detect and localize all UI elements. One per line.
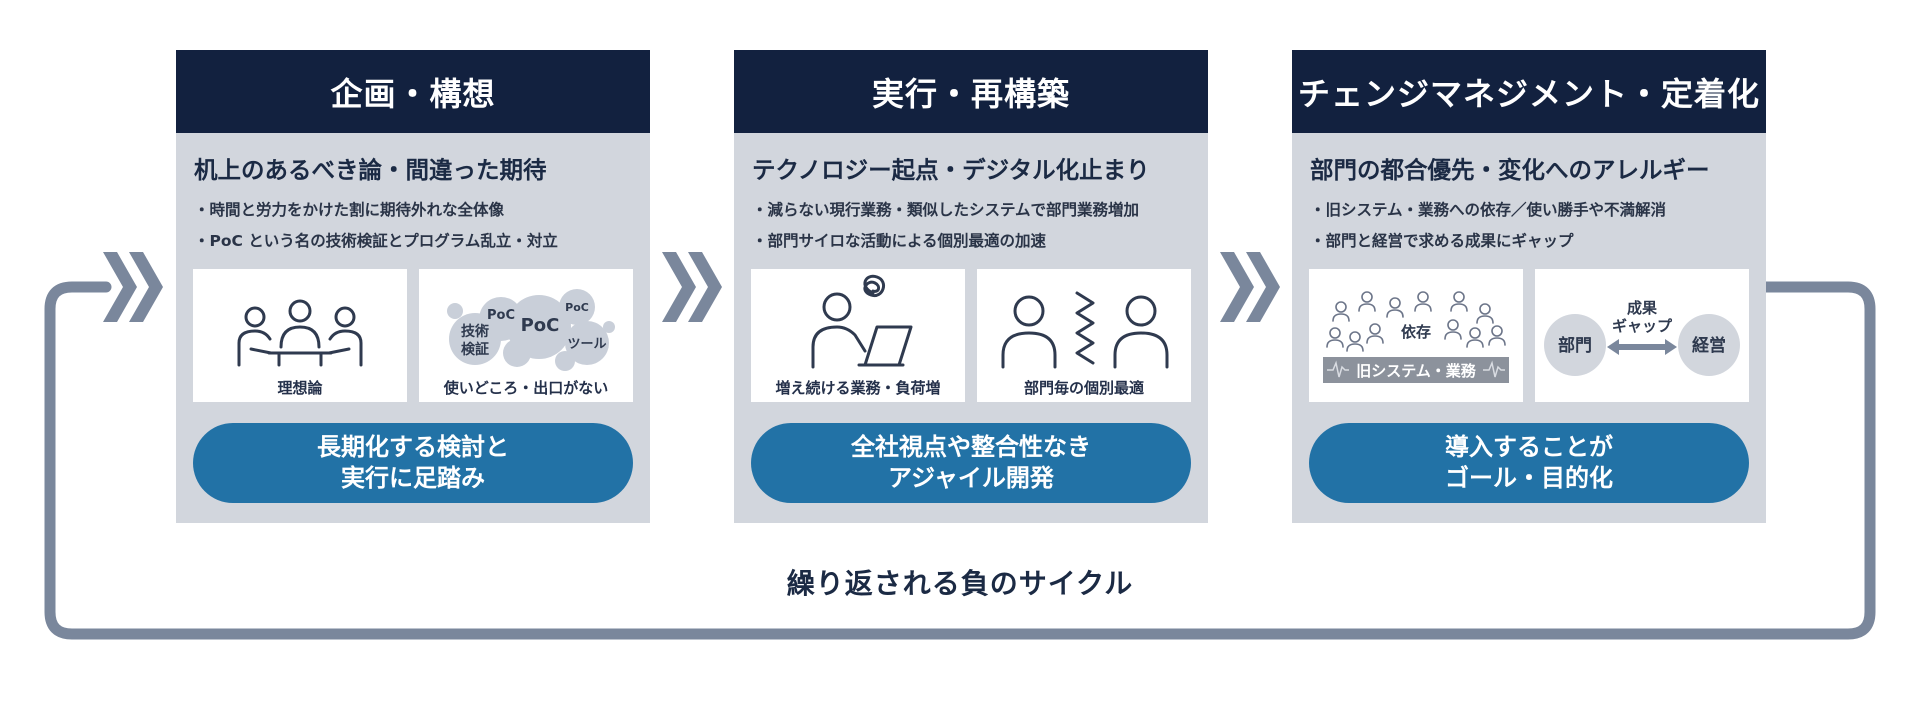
issue-item: ・時間と労力をかけた割に期待外れな全体像 [194,201,505,219]
person-icon [1450,291,1468,312]
poc-bubbles-icon: 技術 検証 PoC PoC PoC ツール [447,289,615,371]
result-pill: 導入することが ゴール・目的化 [1309,423,1749,503]
legacy-system-label: 旧システム・業務 [1356,362,1477,380]
department-circle [1544,314,1606,376]
person-icon [1332,301,1350,322]
result-pill: 長期化する検討と 実行に足踏み [193,423,633,503]
result-line: 長期化する検討と [317,433,509,461]
result-line: 導入することが [1445,433,1613,461]
phase-title: 企画・構想 [176,50,650,133]
gap-icon: 部門 経営 成果 ギャップ [1544,299,1740,376]
phase-card-planning: 企画・構想 机上のあるべき論・間違った期待 ・時間と労力をかけた割に期待外れな全… [176,50,650,523]
phase-title: 実行・再構築 [734,50,1208,133]
issue-list: ・減らない現行業務・類似したシステムで部門業務増加 ・部門サイロな活動による個別… [752,195,1208,257]
phase-card-execution: 実行・再構築 テクノロジー起点・デジタル化止まり ・減らない現行業務・類似したシ… [734,50,1208,523]
result-line: ゴール・目的化 [1445,464,1613,492]
panel-caption: 使いどころ・出口がない [443,379,609,397]
person-icon [1488,325,1506,346]
department-label: 部門 [1558,335,1592,356]
panel-caption: 理想論 [277,379,323,397]
meeting-people-icon [237,299,363,367]
person-icon [1414,291,1432,312]
split-people-icon [1001,291,1169,369]
bubble-label: 検証 [461,341,489,358]
management-circle [1678,314,1740,376]
phase-subtitle: 机上のあるべき論・間違った期待 [194,156,547,184]
double-arrow-icon [1607,339,1677,355]
result-line: アジャイル開発 [888,464,1054,492]
person-icon [1326,327,1344,348]
bubble-label: PoC [521,315,560,336]
bubble-label: PoC [487,308,515,323]
person-icon [1358,291,1376,312]
illustration-panels: 増え続ける業務・負荷増 部門毎の個別最適 [751,269,1191,402]
gap-label: 成果 [1627,299,1658,317]
crowd-dependency-icon: 依存 旧システム・業務 [1323,291,1509,383]
illustration-panels: 理想論 技術 検証 PoC PoC [193,269,633,402]
panel-idealism: 理想論 [193,269,407,402]
panel-gap: 部門 経営 成果 ギャップ [1535,269,1749,402]
issue-list: ・時間と労力をかけた割に期待外れな全体像 ・PoC という名の技術検証とプログラ… [194,195,650,257]
issue-item: ・旧システム・業務への依存／使い勝手や不満解消 [1310,201,1667,219]
issue-item: ・部門サイロな活動による個別最適の加速 [752,232,1047,250]
chevron-arrow-icon [103,252,163,322]
phase-subtitle: 部門の都合優先・変化へのアレルギー [1310,156,1710,184]
result-pill: 全社視点や整合性なき アジャイル開発 [751,423,1191,503]
person-icon [1466,327,1484,348]
bubble-label: PoC [565,301,589,314]
phase-subtitle: テクノロジー起点・デジタル化止まり [752,156,1150,184]
chevron-arrow-icon [662,252,722,322]
panel-workload: 増え続ける業務・負荷増 [751,269,965,402]
overloaded-worker-icon [811,274,913,369]
person-icon [1444,319,1462,340]
person-icon [1346,331,1364,352]
phase-card-change-management: チェンジマネジメント・定着化 部門の都合優先・変化へのアレルギー ・旧システム・… [1292,50,1766,523]
legacy-system-bar [1323,357,1509,383]
phase-title: チェンジマネジメント・定着化 [1292,50,1766,133]
panel-caption: 増え続ける業務・負荷増 [775,379,941,397]
person-icon [1386,297,1404,318]
illustration-panels: 依存 旧システム・業務 部門 経営 成果 ギャップ [1309,269,1749,402]
issue-list: ・旧システム・業務への依存／使い勝手や不満解消 ・部門と経営で求める成果にギャッ… [1310,195,1766,257]
issue-item: ・減らない現行業務・類似したシステムで部門業務増加 [752,201,1140,219]
panel-silo: 部門毎の個別最適 [977,269,1191,402]
panel-dependency: 依存 旧システム・業務 [1309,269,1523,402]
cycle-label: 繰り返される負のサイクル [786,567,1134,600]
result-line: 全社視点や整合性なき [851,433,1091,461]
management-label: 経営 [1692,335,1726,356]
gap-label: ギャップ [1612,317,1673,335]
person-icon [1366,323,1384,344]
chevron-arrow-icon [1220,252,1280,322]
bubble-label: 技術 [461,323,489,340]
panel-caption: 部門毎の個別最適 [1023,379,1144,397]
panel-no-exit: 技術 検証 PoC PoC PoC ツール 使いどころ・出口がない [419,269,633,402]
person-icon [1476,303,1494,324]
result-line: 実行に足踏み [341,464,485,492]
bubble-label: ツール [567,337,606,352]
issue-item: ・部門と経営で求める成果にギャップ [1310,232,1574,250]
issue-item: ・PoC という名の技術検証とプログラム乱立・対立 [194,232,558,250]
dependency-label: 依存 [1401,323,1431,341]
